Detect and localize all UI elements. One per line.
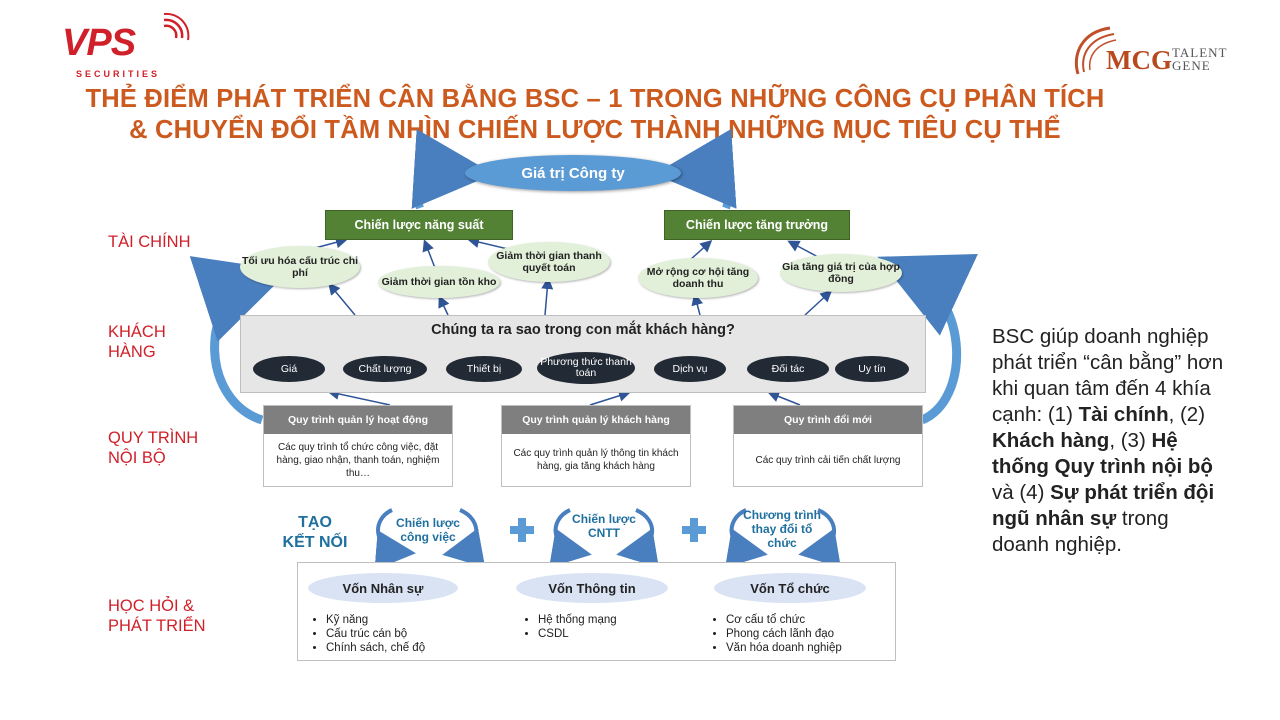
side-bold-finance: Tài chính (1078, 403, 1169, 426)
connect-label-line2: KẾT NỐI (282, 534, 348, 551)
side-text-4: và (4) (992, 481, 1051, 504)
perspective-learning-line2: PHÁT TRIỂN (108, 617, 206, 635)
growth-strategy-box: Chiến lược tăng trưởng (664, 210, 850, 240)
learning-box: Vốn Nhân sự Kỹ năng Cấu trúc cán bộ Chín… (297, 562, 896, 661)
perspective-process-line1: QUY TRÌNH (108, 429, 199, 447)
finance-oval-inventory: Giảm thời gian tồn kho (378, 266, 500, 298)
cycle-label: Chiến lược CNTT (572, 512, 636, 540)
cycle-work-strategy: Chiến lược công việc (384, 510, 472, 554)
side-bold-customer: Khách hàng (992, 429, 1110, 452)
process-box-operations: Quy trình quản lý hoạt động Các quy trìn… (263, 405, 453, 487)
finance-oval-revenue: Mở rộng cơ hội tăng doanh thu (638, 258, 758, 298)
side-bold-process: Hệ thống Quy trình nội bộ (992, 429, 1213, 478)
customer-pill-equipment: Thiết bị (446, 356, 522, 382)
side-bold-people: Sự phát triển đội ngũ nhân sự (992, 481, 1215, 530)
plus-icon (510, 518, 534, 542)
list-item: Kỹ năng (326, 613, 425, 627)
list-item: Chính sách, chế độ (326, 641, 425, 655)
process-body: Các quy trình quản lý thông tin khách hà… (513, 448, 679, 472)
capital-human-oval: Vốn Nhân sự (308, 573, 458, 603)
process-box-innovation: Quy trình đổi mới Các quy trình cải tiến… (733, 405, 923, 487)
vps-logo: VPS SECURITIES (62, 12, 192, 82)
mcg-logo-subtitle: TALENT GENE (1172, 46, 1228, 72)
list-item: CSDL (538, 627, 617, 641)
customer-pill-service: Dịch vụ (654, 356, 726, 382)
list-item: Cấu trúc cán bộ (326, 627, 425, 641)
plus-icon (682, 518, 706, 542)
page-title: THẺ ĐIỂM PHÁT TRIỂN CÂN BẰNG BSC – 1 TRO… (0, 84, 1190, 146)
list-item: Cơ cấu tổ chức (726, 613, 842, 627)
vps-logo-text: VPS (62, 22, 136, 64)
perspective-customer: KHÁCH HÀNG (108, 322, 166, 362)
connect-label-line1: TẠO (298, 514, 332, 531)
perspective-learning-line1: HỌC HỎI & (108, 597, 195, 615)
list-item: Phong cách lãnh đạo (726, 627, 842, 641)
mcg-logo: MCG TALENT GENE (1070, 24, 1240, 84)
capital-org-oval: Vốn Tổ chức (714, 573, 866, 603)
side-description: BSC giúp doanh nghiệp phát triển “cân bằ… (992, 324, 1224, 558)
customer-pill-price: Giá (253, 356, 325, 382)
customer-title: Chúng ta ra sao trong con mắt khách hàng… (431, 322, 735, 338)
perspective-process-line2: NỘI BỘ (108, 449, 166, 467)
process-head: Quy trình quản lý hoạt động (264, 406, 452, 434)
finance-oval-settlement: Giảm thời gian thanh quyết toán (488, 242, 610, 282)
finance-oval-cost: Tối ưu hóa cấu trúc chi phí (240, 246, 360, 288)
side-text-5: trong doanh nghiệp. (992, 507, 1169, 556)
capital-human-list: Kỹ năng Cấu trúc cán bộ Chính sách, chế … (308, 613, 425, 655)
perspective-customer-line2: HÀNG (108, 343, 156, 361)
capital-org-list: Cơ cấu tổ chức Phong cách lãnh đạo Văn h… (708, 613, 842, 655)
connect-label: TẠO KẾT NỐI (270, 513, 360, 553)
title-line-1: THẺ ĐIỂM PHÁT TRIỂN CÂN BẰNG BSC – 1 TRO… (85, 85, 1105, 113)
process-box-customers: Quy trình quản lý khách hàng Các quy trì… (501, 405, 691, 487)
list-item: Hệ thống mạng (538, 613, 617, 627)
perspective-finance: TÀI CHÍNH (108, 233, 191, 251)
list-item: Văn hóa doanh nghiệp (726, 641, 842, 655)
side-text-1: BSC giúp doanh nghiệp phát triển “cân bằ… (992, 325, 1224, 426)
side-text-2: , (2) (1168, 403, 1206, 426)
side-text-3: , (3) (1109, 429, 1152, 452)
process-head: Quy trình quản lý khách hàng (502, 406, 690, 434)
customer-pill-quality: Chất lượng (343, 356, 427, 382)
mcg-gene-text: GENE (1172, 58, 1211, 73)
cycle-label: Chương trình thay đổi tổ chức (743, 508, 821, 550)
signal-waves-icon (163, 12, 190, 41)
mcg-swoosh-icon (1074, 26, 1117, 75)
customer-pill-reputation: Uy tín (835, 356, 909, 382)
mcg-logo-text: MCG (1106, 45, 1172, 75)
title-line-2: & CHUYỂN ĐỔI TẦM NHÌN CHIẾN LƯỢC THÀNH N… (129, 116, 1061, 144)
capital-info-list: Hệ thống mạng CSDL (520, 613, 617, 641)
perspective-process: QUY TRÌNH NỘI BỘ (108, 428, 198, 468)
capital-info-oval: Vốn Thông tin (516, 573, 668, 603)
perspective-customer-line1: KHÁCH (108, 323, 166, 341)
productivity-strategy-box: Chiến lược năng suất (325, 210, 513, 240)
process-body: Các quy trình cải tiến chất lượng (755, 454, 901, 466)
cycle-org-change: Chương trình thay đổi tổ chức (738, 508, 826, 554)
customer-pill-partner: Đối tác (747, 356, 829, 382)
process-head: Quy trình đổi mới (734, 406, 922, 434)
perspective-learning: HỌC HỎI & PHÁT TRIỂN (108, 596, 206, 636)
process-body: Các quy trình tổ chức công việc, đặt hàn… (276, 441, 440, 479)
company-value-oval: Giá trị Công ty (465, 155, 681, 191)
finance-oval-contract: Gia tăng giá trị của hợp đồng (780, 254, 902, 292)
cycle-it-strategy: Chiến lược CNTT (560, 510, 648, 554)
customer-box: Chúng ta ra sao trong con mắt khách hàng… (240, 315, 926, 393)
cycle-label: Chiến lược công việc (396, 516, 460, 544)
customer-pill-payment: Phương thức thanh toán (537, 352, 635, 384)
mcg-talent-text: TALENT (1172, 45, 1228, 60)
vps-logo-subtitle: SECURITIES (76, 69, 161, 79)
